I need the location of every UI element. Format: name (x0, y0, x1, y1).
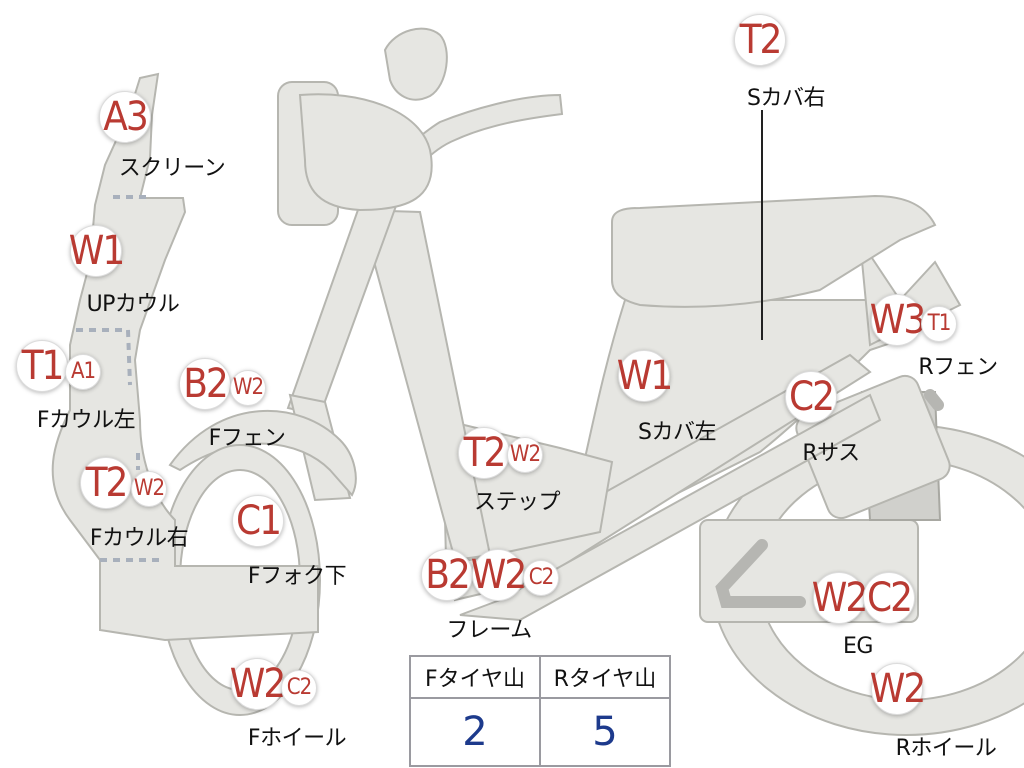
rear-tire-header: Rタイヤ山 (539, 655, 671, 699)
mirror-shape (383, 27, 448, 101)
seat-shape (611, 194, 937, 308)
up-cowl-label: UPカウル (86, 292, 180, 317)
f-cowl-right-badge-1: T2 (80, 457, 132, 509)
step-label: ステップ (473, 490, 561, 515)
f-fender-label: Fフェン (208, 426, 286, 451)
f-wheel-label: Fホイール (247, 726, 347, 751)
frame-badge-1: B2 (421, 549, 473, 601)
screen-label: スクリーン (118, 156, 226, 181)
frame-rail-lower (459, 393, 882, 622)
r-fender-badge-2: T1 (921, 306, 957, 342)
engine-badge-2: C2 (863, 572, 915, 624)
rear-tire-value: 5 (539, 697, 671, 767)
step-badge-1: T2 (458, 427, 510, 479)
seam-cowl-left (76, 328, 132, 386)
rear-shock-body (795, 374, 951, 520)
frame-badge-3: C2 (523, 560, 559, 596)
f-cowl-left-badge-2: A1 (65, 354, 101, 390)
exhaust-shape (715, 539, 806, 608)
f-fork-lower-label: Fフォク下 (247, 564, 347, 589)
front-fender-shape (168, 409, 357, 497)
f-fender-badge-2: W2 (230, 370, 266, 406)
r-suspension-label: Rサス (802, 441, 860, 466)
frame-badge-2: W2 (471, 549, 527, 601)
r-wheel-badge-1: W2 (870, 663, 926, 715)
f-cowl-left-badge-1: T1 (16, 340, 68, 392)
s-cover-left-badge-1: W1 (617, 350, 673, 402)
frame-label: フレーム (446, 618, 532, 643)
front-tire-value: 2 (409, 697, 541, 767)
step-badge-2: W2 (507, 437, 543, 473)
f-cowl-left-label: Fカウル左 (36, 408, 136, 433)
s-cover-right-badge-1: T2 (734, 14, 786, 66)
down-tube-shape (358, 208, 492, 562)
f-wheel-badge-2: C2 (281, 670, 317, 706)
tire-table-value-row: 2 5 (409, 697, 671, 767)
up-cowl-badge-1: W1 (69, 225, 125, 277)
engine-label: EG (843, 634, 873, 659)
r-fender-label: Rフェン (918, 355, 998, 380)
headlight-shape (298, 93, 433, 212)
f-cowl-right-label: Fカウル右 (89, 526, 189, 551)
s-cover-right-leader (761, 110, 763, 340)
front-tire-header: Fタイヤ山 (409, 655, 541, 699)
r-wheel-label: Rホイール (895, 736, 997, 761)
tire-tread-table: Fタイヤ山 Rタイヤ山 2 5 (409, 655, 671, 767)
tire-table-header-row: Fタイヤ山 Rタイヤ山 (409, 655, 671, 699)
r-suspension-badge-1: C2 (785, 371, 837, 423)
f-wheel-badge-1: W2 (230, 658, 286, 710)
f-cowl-right-badge-2: W2 (131, 471, 167, 507)
screen-badge-1: A3 (99, 91, 151, 143)
s-cover-left-label: Sカバ左 (638, 420, 716, 445)
engine-badge-1: W2 (812, 572, 868, 624)
f-fork-lower-badge-1: C1 (232, 495, 284, 547)
f-fender-badge-1: B2 (179, 358, 231, 410)
s-cover-right-label: Sカバ右 (747, 86, 825, 111)
r-fender-badge-1: W3 (870, 294, 926, 346)
rear-shock-tip (924, 389, 944, 411)
